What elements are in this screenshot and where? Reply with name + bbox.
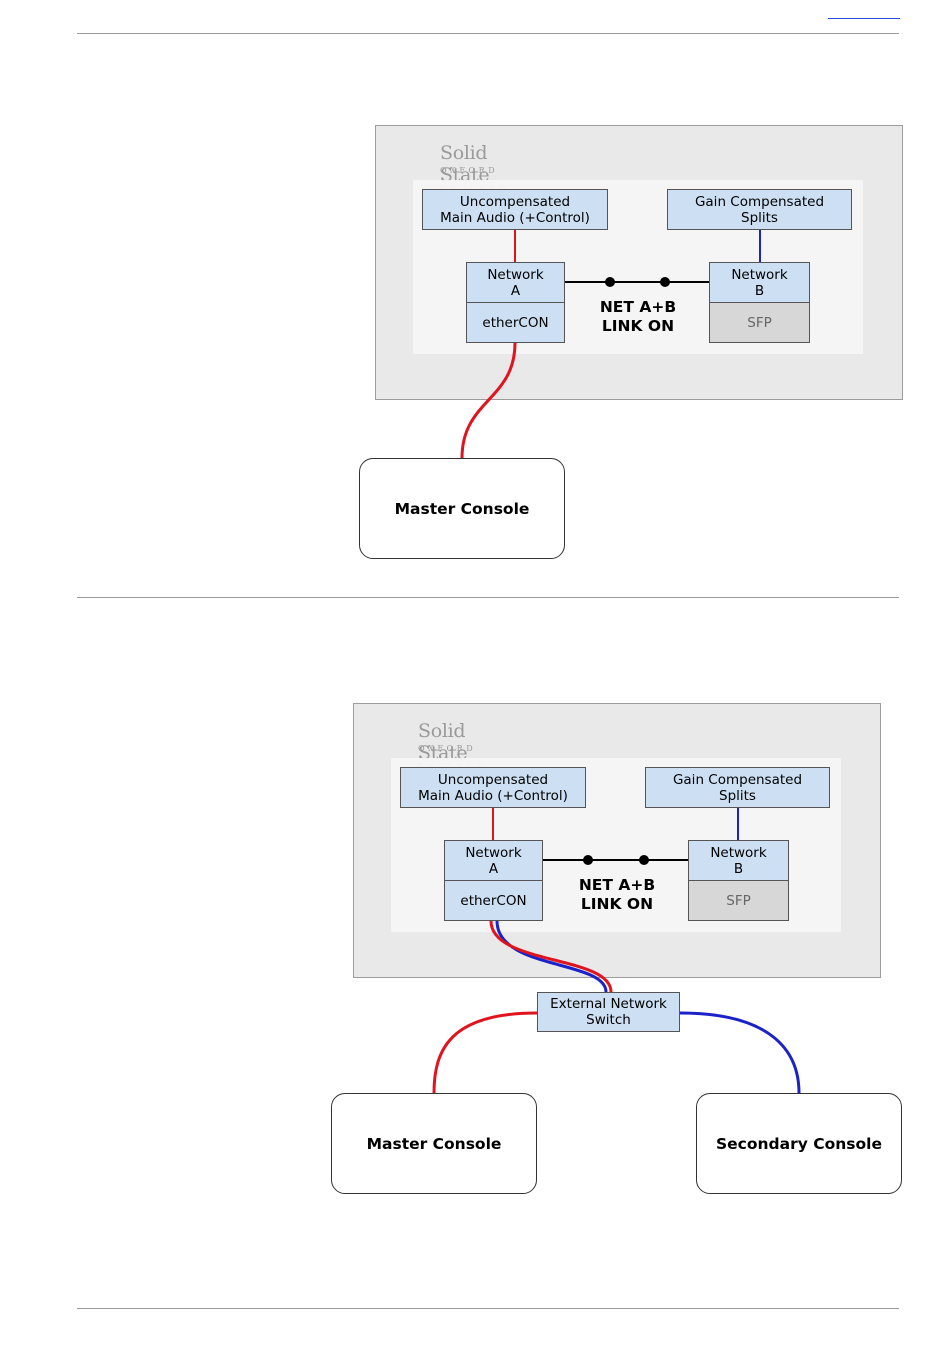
uncompensated-audio-box: Uncompensated Main Audio (+Control) bbox=[422, 189, 608, 230]
external-network-switch-box: External Network Switch bbox=[537, 992, 680, 1032]
gain-compensated-box: Gain Compensated Splits bbox=[667, 189, 852, 230]
link-dot-left bbox=[605, 277, 615, 287]
bottom-rule bbox=[77, 1308, 899, 1309]
blue-cable-to-switch bbox=[495, 920, 608, 993]
network-b-box: Network B bbox=[709, 262, 810, 303]
red-cable-to-switch bbox=[489, 920, 613, 993]
red-cable-master bbox=[460, 342, 517, 459]
sfp-box: SFP bbox=[688, 880, 789, 921]
red-cable-master bbox=[432, 1011, 538, 1094]
link-dot-right bbox=[639, 855, 649, 865]
middle-rule bbox=[77, 597, 899, 598]
network-a-box: Network A bbox=[444, 840, 543, 881]
master-console: Master Console bbox=[359, 458, 565, 559]
net-link-label: NET A+B LINK ON bbox=[578, 876, 656, 913]
ethercon-box: etherCON bbox=[466, 302, 565, 343]
link-dot-left bbox=[583, 855, 593, 865]
header-link[interactable] bbox=[828, 6, 900, 19]
master-console: Master Console bbox=[331, 1093, 537, 1194]
network-b-box: Network B bbox=[688, 840, 789, 881]
uncompensated-audio-box: Uncompensated Main Audio (+Control) bbox=[400, 767, 586, 808]
network-a-box: Network A bbox=[466, 262, 565, 303]
gain-compensated-box: Gain Compensated Splits bbox=[645, 767, 830, 808]
top-rule bbox=[77, 33, 899, 34]
ethercon-box: etherCON bbox=[444, 880, 543, 921]
link-dot-right bbox=[660, 277, 670, 287]
secondary-console: Secondary Console bbox=[696, 1093, 902, 1194]
blue-cable-secondary bbox=[679, 1011, 801, 1094]
net-link-label: NET A+B LINK ON bbox=[599, 298, 677, 335]
sfp-box: SFP bbox=[709, 302, 810, 343]
